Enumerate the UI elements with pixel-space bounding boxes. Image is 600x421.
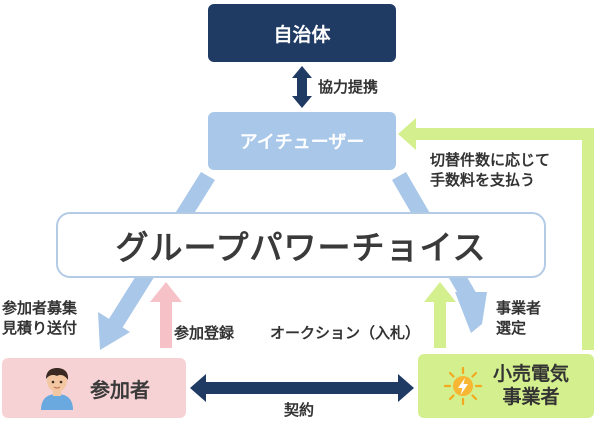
person-icon <box>41 368 73 410</box>
select-label: 事業者 選定 <box>496 298 541 339</box>
ichooser-node: アイチューザー <box>208 112 396 170</box>
select-label-line1: 事業者 <box>496 299 542 317</box>
auction-arrow <box>424 282 456 348</box>
retailer-label-line1: 小売電気 <box>492 363 569 386</box>
registration-arrow <box>150 282 182 348</box>
ichooser-label: アイチューザー <box>239 132 365 153</box>
participant-label: 参加者 <box>90 377 150 402</box>
contract-label: 契約 <box>284 401 315 419</box>
fee-label-line2: 手数料を支払う <box>430 171 536 190</box>
cooperation-arrow <box>292 66 312 108</box>
register-label: 参加登録 <box>174 324 235 342</box>
sun-bolt-icon <box>443 366 483 406</box>
participant-node: 参加者 <box>2 358 186 418</box>
municipality-label: 自治体 <box>273 23 331 46</box>
fee-label-line1: 切替件数に応じて <box>430 151 551 169</box>
platform-node: グループパワーチョイス <box>56 212 546 278</box>
contract-arrow <box>190 374 414 402</box>
retailer-label: 小売電気 事業者 <box>493 363 569 409</box>
platform-label: グループパワーチョイス <box>115 228 487 267</box>
fee-label: 切替件数に応じて 手数料を支払う <box>430 150 550 191</box>
recruit-label-line2: 見積り送付 <box>2 319 78 338</box>
auction-label: オークション（入札） <box>270 324 421 342</box>
recruit-label: 参加者募集 見積り送付 <box>2 298 77 339</box>
select-label-line2: 選定 <box>496 319 527 338</box>
retailer-node: 小売電気 事業者 <box>418 354 594 418</box>
cooperation-label: 協力提携 <box>318 78 379 96</box>
retailer-label-line2: 事業者 <box>502 386 560 408</box>
recruit-label-line1: 参加者募集 <box>2 299 78 317</box>
fee-arrow <box>398 118 594 350</box>
municipality-node: 自治体 <box>208 4 396 62</box>
